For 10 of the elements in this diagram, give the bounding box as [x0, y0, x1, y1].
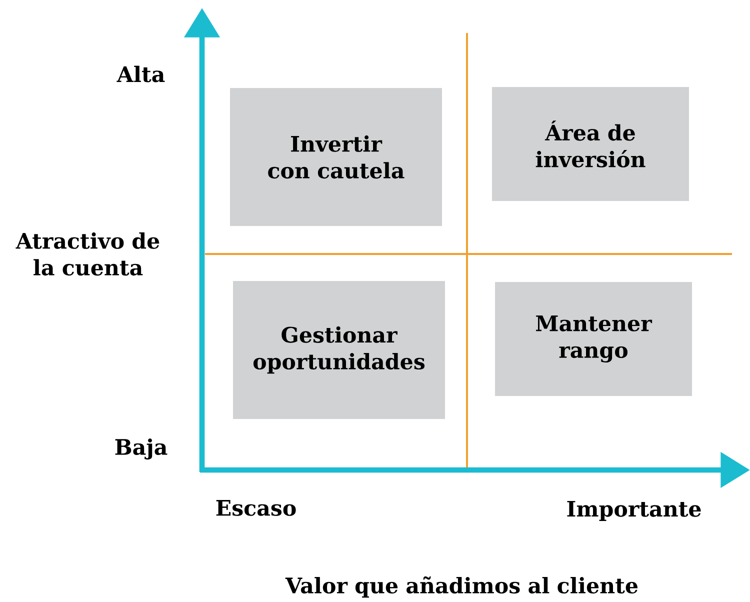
axis-level-label: Alta [116, 66, 165, 82]
axis-title: Atractivo de la cuenta [16, 232, 160, 276]
quadrant-box: Mantener rango [495, 282, 692, 396]
axis-level-label: Baja [115, 438, 168, 460]
axis-level-label: Importante [567, 501, 701, 521]
axis-title: Valor que añadimos al cliente [285, 576, 638, 598]
axis-level-label: Escaso [216, 500, 296, 516]
quadrant-box: Gestionar oportunidades [233, 281, 445, 419]
quadrant-box: Invertir con cautela [230, 88, 442, 226]
quadrant-box: Área de inversión [492, 87, 689, 201]
